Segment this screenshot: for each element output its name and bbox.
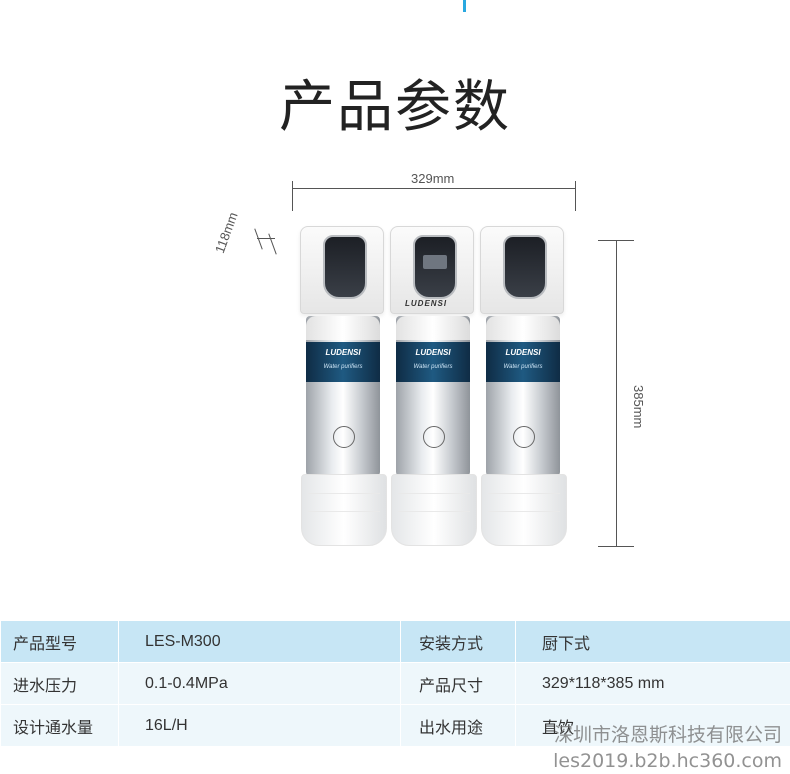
height-dimension-tick-bottom [598,546,634,547]
spec-key: 设计通水量 [1,705,119,747]
filter-housing-2: LUDENSI Water purifiers [396,316,470,476]
label-band: LUDENSI Water purifiers [396,342,470,382]
width-dimension-tick-right [575,181,576,211]
band-sub: Water purifiers [396,364,470,370]
filter-cap-2: LUDENSI [390,226,474,314]
band-brand: LUDENSI [306,348,380,357]
watermark-url: les2019.b2b.hc360.com [553,748,782,774]
band-brand: LUDENSI [486,348,560,357]
spec-row: 产品型号 LES-M300 安装方式 厨下式 [1,621,790,663]
depth-dimension-bar [257,238,275,239]
watermark: 深圳市洛恩斯科技有限公司 les2019.b2b.hc360.com [553,722,782,774]
certification-seal-icon [333,426,355,448]
width-dimension-label: 329mm [411,171,454,186]
watermark-company: 深圳市洛恩斯科技有限公司 [553,722,782,748]
lcd-display [423,255,447,269]
depth-dimension-line [254,228,262,249]
height-dimension-line [616,240,617,546]
housing-top [486,316,560,340]
filter-housing-1: LUDENSI Water purifiers [306,316,380,476]
height-dimension-label: 385mm [631,385,646,428]
cap-window [323,235,367,299]
spec-key: 产品尺寸 [401,663,516,705]
label-band: LUDENSI Water purifiers [306,342,380,382]
filter-bowl-3 [481,474,567,546]
spec-key: 产品型号 [1,621,119,663]
depth-dimension-label: 118mm [212,210,241,255]
bowl-rib [488,493,560,494]
cap-brand: LUDENSI [405,299,447,308]
filter-bowl-2 [391,474,477,546]
filter-housing-3: LUDENSI Water purifiers [486,316,560,476]
depth-dimension-line-2 [268,233,276,254]
filter-cap-1 [300,226,384,314]
certification-seal-icon [423,426,445,448]
cap-window [413,235,457,299]
cap-window [503,235,547,299]
spec-value: 0.1-0.4MPa [119,663,401,705]
spec-row: 进水压力 0.1-0.4MPa 产品尺寸 329*118*385 mm [1,663,790,705]
label-band: LUDENSI Water purifiers [486,342,560,382]
band-brand: LUDENSI [396,348,470,357]
bowl-rib [398,511,470,512]
width-dimension-tick-left [292,181,293,211]
bowl-rib [308,493,380,494]
spec-value: 329*118*385 mm [516,663,790,705]
spec-key: 安装方式 [401,621,516,663]
page-title: 产品参数 [0,62,790,143]
top-accent-bar [463,0,466,12]
height-dimension-tick-top [598,240,634,241]
spec-value: 16L/H [119,705,401,747]
width-dimension-line [293,188,575,189]
housing-top [396,316,470,340]
band-sub: Water purifiers [306,364,380,370]
filter-cap-3 [480,226,564,314]
spec-value: 厨下式 [516,621,790,663]
spec-value: LES-M300 [119,621,401,663]
spec-key: 进水压力 [1,663,119,705]
spec-key: 出水用途 [401,705,516,747]
bowl-rib [398,493,470,494]
filter-bowl-1 [301,474,387,546]
bowl-rib [308,511,380,512]
band-sub: Water purifiers [486,364,560,370]
housing-top [306,316,380,340]
bowl-rib [488,511,560,512]
certification-seal-icon [513,426,535,448]
